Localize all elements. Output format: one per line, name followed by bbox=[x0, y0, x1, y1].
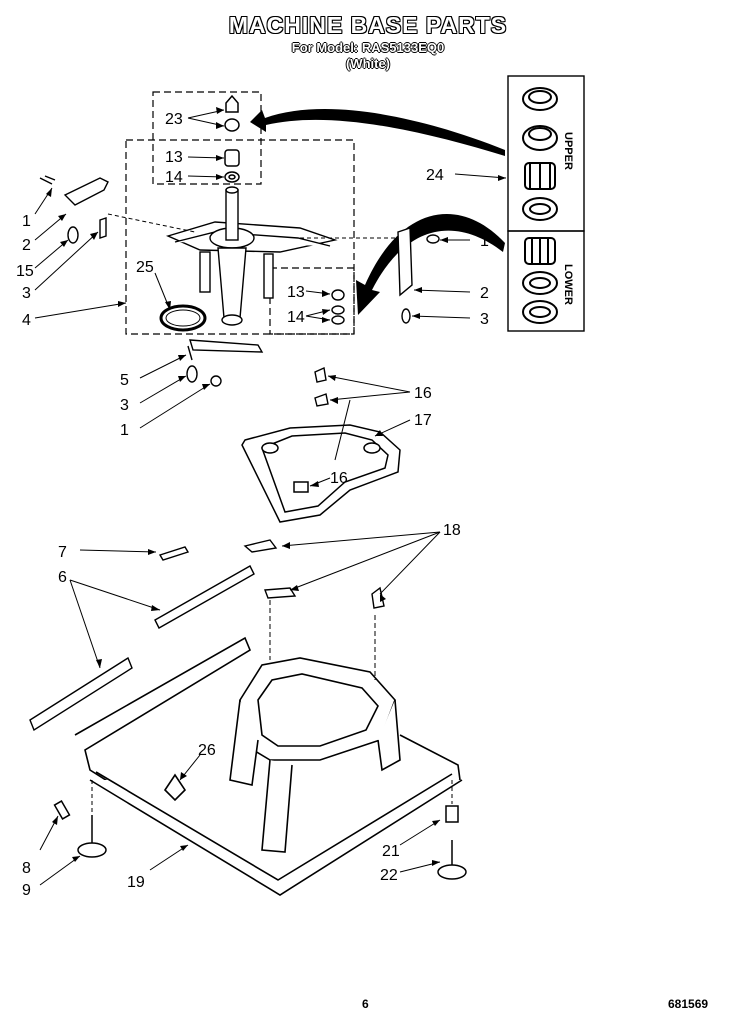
callout-22: 22 bbox=[380, 867, 398, 884]
callout-3: 3 bbox=[22, 285, 31, 302]
callout-16-lower: 16 bbox=[330, 470, 348, 487]
callout-1-right: 1 bbox=[480, 233, 489, 250]
callout-8: 8 bbox=[22, 860, 31, 877]
page-number: 6 bbox=[362, 997, 369, 1011]
ring-25 bbox=[159, 304, 207, 332]
arrow-to-cam bbox=[250, 109, 505, 156]
left-bracket-parts bbox=[39, 175, 109, 244]
upper-kit-parts bbox=[522, 87, 558, 221]
callout-15: 15 bbox=[16, 263, 34, 280]
right-bracket-parts bbox=[397, 227, 440, 324]
callout-1: 1 bbox=[22, 213, 31, 230]
model-number: For Model: RAS5133EQ0 bbox=[291, 40, 445, 55]
callout-3-lower: 3 bbox=[120, 397, 129, 414]
base-frame-19 bbox=[74, 636, 463, 896]
callout-17: 17 bbox=[414, 412, 432, 429]
callout-14: 14 bbox=[165, 169, 183, 186]
callout-1-lower: 1 bbox=[120, 422, 129, 439]
callout-16: 16 bbox=[414, 385, 432, 402]
transmission-box bbox=[125, 139, 355, 335]
callout-4: 4 bbox=[22, 312, 31, 329]
page-title: MACHINE BASE PARTS bbox=[228, 12, 508, 38]
callout-13: 13 bbox=[165, 149, 183, 166]
callout-26: 26 bbox=[198, 742, 216, 759]
bushing-parts bbox=[331, 289, 345, 325]
leveling-feet bbox=[53, 800, 467, 880]
brace-parts bbox=[29, 539, 385, 732]
callout-labels: 23 13 14 1 2 15 3 25 4 24 1 2 3 13 14 5 … bbox=[16, 111, 489, 899]
arrow-to-bushing bbox=[356, 214, 505, 315]
lower-kit-box bbox=[507, 230, 585, 332]
callout-19: 19 bbox=[127, 874, 145, 891]
callout-3-right: 3 bbox=[480, 311, 489, 328]
callout-23: 23 bbox=[165, 111, 183, 128]
callout-18: 18 bbox=[443, 522, 461, 539]
lower-kit-parts bbox=[522, 237, 558, 324]
callout-13-right: 13 bbox=[287, 284, 305, 301]
cam-box bbox=[152, 91, 262, 185]
callout-6: 6 bbox=[58, 569, 67, 586]
callout-14-right: 14 bbox=[287, 309, 305, 326]
lower-kit-label: LOWER bbox=[562, 264, 574, 305]
callout-5: 5 bbox=[120, 372, 129, 389]
top-frame-17 bbox=[241, 424, 401, 523]
diagram-code: 681569 bbox=[668, 997, 709, 1011]
strap-parts bbox=[186, 339, 264, 387]
callout-2-right: 2 bbox=[480, 285, 489, 302]
clips-16 bbox=[314, 366, 329, 407]
cam-parts bbox=[224, 94, 240, 183]
callout-21: 21 bbox=[382, 843, 400, 860]
callout-24: 24 bbox=[426, 167, 444, 184]
upper-kit-label: UPPER bbox=[562, 132, 574, 170]
callout-9: 9 bbox=[22, 882, 31, 899]
arrowheads bbox=[46, 107, 506, 866]
callout-7: 7 bbox=[58, 544, 67, 561]
callout-2: 2 bbox=[22, 237, 31, 254]
callout-25: 25 bbox=[136, 259, 154, 276]
bushing-box bbox=[269, 267, 355, 335]
transmission-assembly bbox=[165, 186, 338, 326]
model-color: (White) bbox=[345, 56, 391, 71]
